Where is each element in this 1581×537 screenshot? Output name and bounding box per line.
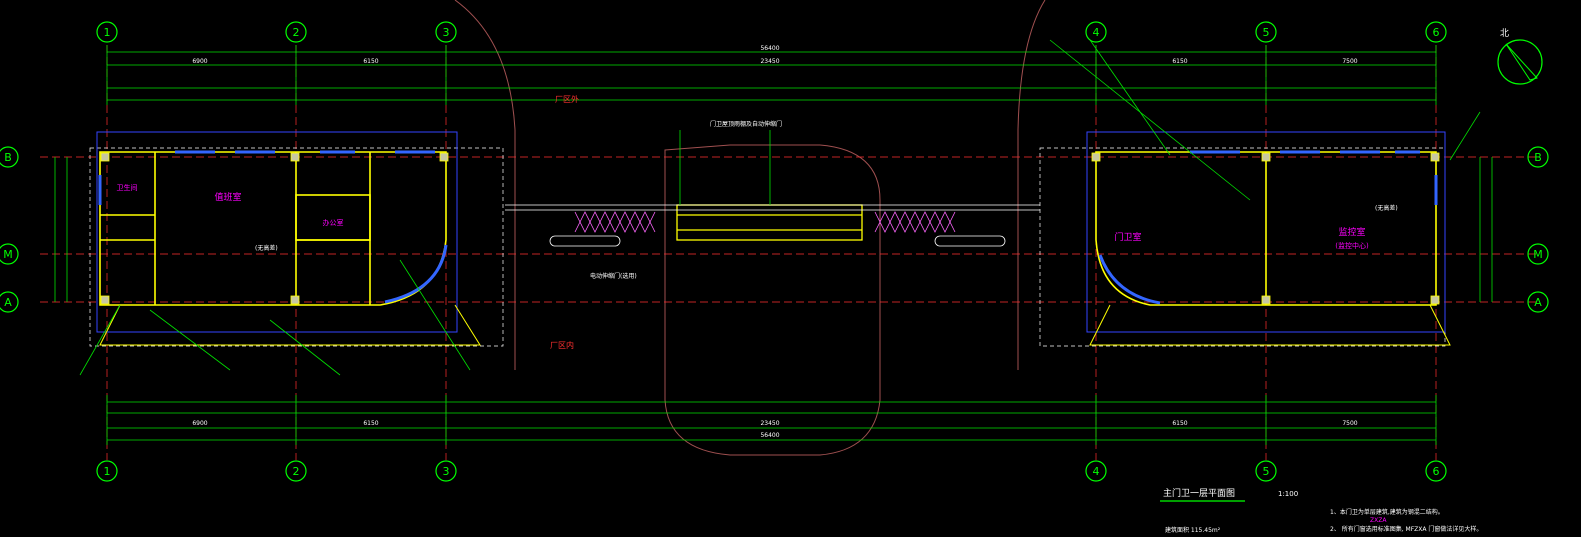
site-boundaries: [89, 147, 1446, 347]
axis-label-m-left: M: [3, 248, 13, 261]
note-2: 2、 所有门窗选用标准图集, MFZXA 门窗做法详见大样。: [1330, 525, 1482, 533]
room-left-office: 办公室: [323, 218, 344, 227]
roof-outline: [96, 131, 1446, 333]
area-labels: 厂区外 厂区内: [550, 94, 579, 350]
room-notes: (无高差) (无高差): [255, 204, 1398, 252]
grid-lines: [40, 45, 1540, 460]
overall-dim-bottom: 56400: [760, 432, 779, 439]
dimension-texts: 56400 23450 6900 6150 6150 7500 56400 23…: [192, 45, 1357, 439]
callout-barrier: 电动伸缩门(选用): [590, 272, 637, 280]
dimension-lines-top: [106, 45, 1437, 105]
bay-dim-5: 7500: [1342, 58, 1357, 65]
bay-dim-4-bottom: 6150: [1172, 420, 1187, 427]
room-right-entry: 门卫室: [1114, 231, 1141, 243]
axis-label-4: 4: [1093, 26, 1100, 39]
area-note: 建筑面积 115.45m²: [1165, 526, 1221, 534]
axis-label-3-bottom: 3: [443, 465, 450, 478]
room-right-main: 监控室: [1338, 226, 1365, 238]
note-formula: ZXZA: [1370, 517, 1387, 524]
overall-dim-top: 56400: [760, 45, 779, 52]
axis-label-m-right: M: [1533, 248, 1543, 261]
axis-label-5-bottom: 5: [1263, 465, 1270, 478]
room-left-wc: 卫生间: [117, 183, 138, 192]
axis-label-b-right: B: [1534, 151, 1542, 164]
label-gate-outside: 厂区外: [555, 94, 579, 104]
leader-lines: [79, 39, 1481, 376]
dimension-lines-sides: [54, 157, 1493, 302]
axis-label-1: 1: [104, 26, 111, 39]
room-labels: 值班室 办公室 卫生间 门卫室 监控室 (监控中心): [117, 183, 1369, 250]
background-arcs: [454, 0, 1046, 456]
right-note: (无高差): [1375, 204, 1398, 212]
windows: [98, 150, 1438, 305]
axis-label-6: 6: [1433, 26, 1440, 39]
centre-dim-bottom: 23450: [760, 420, 779, 427]
telescopic-gates: [574, 211, 956, 233]
axis-label-3: 3: [443, 26, 450, 39]
left-note: (无高差): [255, 244, 278, 252]
drawing-scale: 1:100: [1278, 490, 1298, 498]
axis-label-a-right: A: [1534, 296, 1542, 309]
title-block: 主门卫一层平面图 1:100 建筑面积 115.45m²: [1160, 487, 1298, 534]
axis-label-a-left: A: [4, 296, 12, 309]
grid-bubble-labels: 1 2 3 4 5 6 1 2 3 4 5 6 B M A B M A: [3, 26, 1543, 478]
room-right-main-sub: (监控中心): [1335, 241, 1369, 250]
bay-dim-4: 6150: [1172, 58, 1187, 65]
label-gate-inside: 厂区内: [550, 340, 574, 350]
axis-label-2: 2: [293, 26, 300, 39]
grid-bubbles: [0, 21, 1549, 482]
dimension-lines-bottom: [106, 395, 1437, 445]
callout-labels: 门卫屋顶雨棚及自动伸缩门 电动伸缩门(选用): [590, 120, 782, 280]
axis-label-b-left: B: [4, 151, 12, 164]
centre-dim-top: 23450: [760, 58, 779, 65]
bay-dim-2: 6150: [363, 58, 378, 65]
room-left-main: 值班室: [214, 191, 241, 203]
axis-label-2-bottom: 2: [293, 465, 300, 478]
bay-dim-1: 6900: [192, 58, 207, 65]
gate-tracks: [505, 204, 1040, 247]
callout-canopy: 门卫屋顶雨棚及自动伸缩门: [710, 120, 782, 128]
north-label: 北: [1500, 28, 1509, 39]
right-building-walls: [1089, 151, 1451, 346]
note-1: 1、本门卫为单层建筑,建筑为钢混二结构。: [1330, 508, 1444, 516]
bay-dim-2-bottom: 6150: [363, 420, 378, 427]
axis-label-6-bottom: 6: [1433, 465, 1440, 478]
drawing-title: 主门卫一层平面图: [1163, 487, 1235, 499]
north-arrow-icon: 北: [1497, 28, 1543, 85]
column-posts: [100, 152, 1440, 305]
axis-label-4-bottom: 4: [1093, 465, 1100, 478]
axis-label-5: 5: [1263, 26, 1270, 39]
bay-dim-5-bottom: 7500: [1342, 420, 1357, 427]
left-building-walls: [99, 151, 481, 346]
notes-block: 1、本门卫为单层建筑,建筑为钢混二结构。 ZXZA 2、 所有门窗选用标准图集,…: [1330, 508, 1482, 533]
bay-dim-1-bottom: 6900: [192, 420, 207, 427]
axis-label-1-bottom: 1: [104, 465, 111, 478]
